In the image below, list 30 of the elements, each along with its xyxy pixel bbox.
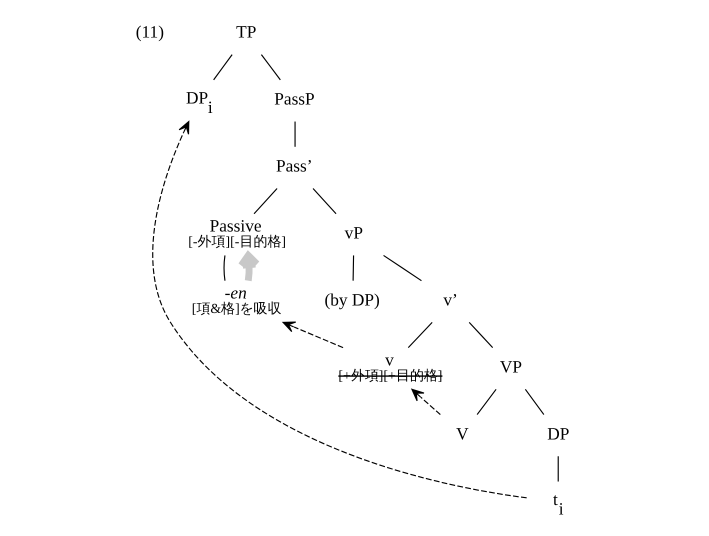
connector <box>294 122 296 147</box>
arrow <box>411 388 441 416</box>
connector <box>558 456 559 482</box>
node-text: VP <box>500 357 522 376</box>
node-text: Pass’ <box>276 156 313 176</box>
node-text: Passive [-外項][-目的格] <box>188 216 286 250</box>
connector <box>468 322 494 348</box>
arrow <box>152 121 527 498</box>
connector <box>476 388 497 415</box>
label: (11) <box>136 22 164 42</box>
connector <box>524 388 544 415</box>
arrow <box>282 321 344 348</box>
node-text: v [+外項][+目的格] <box>338 350 442 384</box>
connector <box>260 54 281 80</box>
node-text: DP <box>547 424 570 444</box>
node-text: vP <box>344 224 363 243</box>
node-text: TP <box>236 22 256 42</box>
connector <box>224 255 226 281</box>
node-text: (by DP) <box>324 290 380 310</box>
node-text: PassP <box>274 90 315 109</box>
node-text: -en [項&格]を吸収 <box>192 284 282 316</box>
node-text: v’ <box>443 290 458 310</box>
arrow <box>238 252 260 282</box>
connector <box>408 322 433 348</box>
connector <box>352 255 354 281</box>
connector <box>213 54 233 80</box>
connector <box>312 188 336 214</box>
connector <box>254 188 278 214</box>
node-text: V <box>456 424 469 444</box>
connector <box>383 254 422 282</box>
